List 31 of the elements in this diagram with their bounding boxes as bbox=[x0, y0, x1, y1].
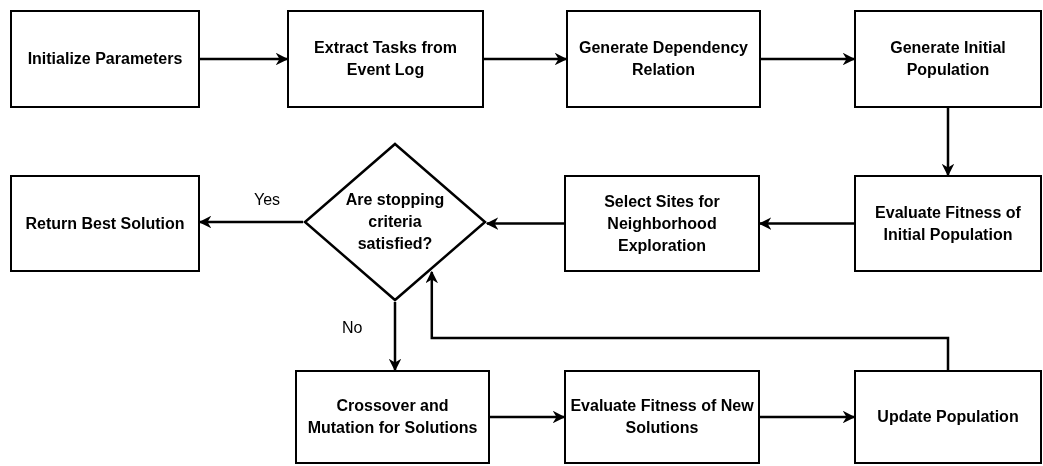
process-box bbox=[10, 175, 200, 272]
node-text: Evaluate Fitness of Initial Population bbox=[874, 202, 1022, 245]
process-box bbox=[287, 10, 484, 108]
process-box bbox=[854, 370, 1042, 464]
arrow bbox=[490, 410, 566, 424]
node-text: Generate Dependency Relation bbox=[578, 38, 749, 80]
node-text: Update Population bbox=[876, 407, 1020, 427]
node-text: Return Best Solution bbox=[24, 213, 186, 234]
process-box bbox=[854, 10, 1042, 108]
process-box bbox=[566, 10, 761, 108]
node-text: Extract Tasks from Event Log bbox=[313, 38, 458, 80]
arrow bbox=[388, 302, 402, 372]
arrow bbox=[425, 270, 950, 370]
node-text: Select Sites for Neighborhood Exploration bbox=[603, 191, 721, 256]
arrow bbox=[485, 217, 564, 230]
node-text: Generate Initial Population bbox=[889, 38, 1007, 80]
node-text: Are stopping criteria satisfied? bbox=[344, 190, 446, 254]
process-box bbox=[564, 370, 760, 464]
node-text: Evaluate Fitness of New Solutions bbox=[569, 396, 755, 438]
process-box bbox=[564, 175, 760, 272]
arrow bbox=[760, 410, 856, 424]
arrow bbox=[941, 108, 955, 177]
arrow bbox=[200, 52, 289, 66]
arrow bbox=[761, 52, 856, 66]
node-text: Initialize Parameters bbox=[26, 49, 184, 69]
process-box bbox=[854, 175, 1042, 272]
arrow bbox=[484, 52, 568, 66]
process-box bbox=[10, 10, 200, 108]
node-text: Crossover and Mutation for Solutions bbox=[306, 396, 479, 438]
process-box bbox=[295, 370, 490, 464]
decision-diamond bbox=[303, 142, 487, 302]
